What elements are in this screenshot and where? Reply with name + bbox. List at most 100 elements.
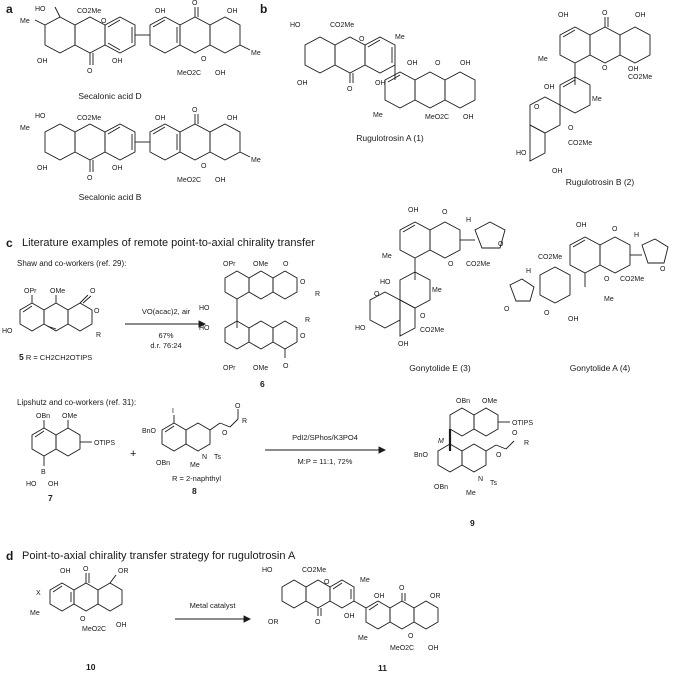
structure-compound-9: OBn OMe OTIPS M BnO O O R N Ts OBn Me [414,398,533,497]
atom-oh: OH [407,60,418,67]
atom-o: O [87,68,93,75]
structure-rugulotrosin-a: HO CO2Me O Me OH O OH OH O OH Me MeO2C O… [290,22,476,121]
atom-r: R [242,418,247,425]
atom-o: O [374,291,380,298]
atom-oh: OH [558,12,569,19]
atom-ts: Ts [490,480,498,487]
atom-me: Me [358,635,368,642]
atom-ho: HO [35,113,46,120]
atom-o: O [399,585,405,592]
atom-o: O [192,0,198,7]
atom-me: Me [373,112,383,119]
atom-oh: OH [155,115,166,122]
atom-oh: OH [568,316,579,323]
atom-ho: HO [26,481,37,488]
atom-opr: OPr [223,261,236,268]
atom-me: Me [538,56,548,63]
atom-oh: OH [344,613,355,620]
structure-secalonic-acid-d: HO CO2Me Me OH O OH O OH O OH O MeO2C OH… [20,0,261,77]
caption-rugulotrosin-a: Rugulotrosin A (1) [356,133,424,143]
structure-secalonic-acid-b: HO CO2Me Me OH O OH OH O OH O MeO2C OH M… [20,107,261,184]
atom-oh: OH [215,70,226,77]
atom-o: O [359,36,365,43]
atom-obn: OBn [434,484,448,491]
atom-i: I [172,408,174,415]
reagent-lipshutz: PdI2/SPhos/K3PO4 [292,433,358,442]
atom-co2me: CO2Me [330,22,354,29]
atom-o: O [283,261,289,268]
atom-obn: OBn [156,460,170,467]
number-10: 10 [86,662,96,672]
atom-oh: OH [398,341,409,348]
atom-oh: OH [227,115,238,122]
panel-d-title: Point-to-axial chirality transfer strate… [22,550,296,562]
atom-ho: HO [199,305,210,312]
atom-h: OH [628,66,639,73]
atom-me: Me [360,577,370,584]
caption-rugulotrosin-b: Rugulotrosin B (2) [565,177,635,187]
dr-shaw: d.r. 76:24 [150,341,182,350]
caption-gonytolide-e: Gonytolide E (3) [409,363,471,373]
atom-h: H [466,217,471,224]
atom-n: N [478,476,483,483]
atom-o: O [408,633,414,640]
structure-compound-5: OPr OMe O O HO R [2,288,101,339]
atom-bno: BnO [142,428,157,435]
atom-oh: OH [544,84,555,91]
atom-oh: OH [408,207,419,214]
reagent-shaw: VO(acac)2, air [141,307,191,316]
atom-meo2c: MeO2C [177,177,201,184]
atom-opr: OPr [223,365,236,372]
atom-opr: OPr [24,288,37,295]
atom-me: Me [251,50,261,57]
atom-oh: OH [37,58,48,65]
atom-ho: HO [355,325,366,332]
atom-me: Me [432,287,442,294]
atom-meo2c: MeO2C [425,114,449,121]
atom-bno: BnO [414,452,429,459]
atom-m: M [438,438,444,445]
atom-o: O [660,266,666,273]
number-5: 5 [19,352,24,362]
reaction-arrow-shaw [125,320,207,328]
atom-oh: OH [112,58,123,65]
atom-or: OR [268,619,279,626]
atom-o: O [544,310,550,317]
atom-oh: OH [576,222,587,229]
panel-letter-b: b [260,2,268,16]
atom-oh: OH [227,8,238,15]
atom-o: O [101,18,107,25]
atom-o: O [300,333,306,340]
atom-o: O [87,175,93,182]
atom-co2me: CO2Me [77,115,101,122]
atom-oh: OH [374,593,385,600]
atom-o: O [90,288,96,295]
atom-co2me: CO2Me [628,74,652,81]
atom-o: O [83,566,89,573]
atom-me: Me [190,462,200,469]
number-9: 9 [470,518,475,528]
atom-o: O [94,308,100,315]
atom-ho: HO [516,150,527,157]
atom-o: O [235,403,241,410]
atom-me: Me [382,253,392,260]
atom-oh: OH [552,168,563,175]
atom-o: O [568,125,574,132]
atom-ho: HO [35,6,46,13]
atom-ome: OMe [482,398,497,405]
structure-compound-10: OH O OR X Me O MeO2C OH [30,566,129,633]
r-group-5: R = CH2CH2OTIPS [25,353,93,362]
atom-b: B [41,469,46,476]
atom-obn: OBn [456,398,470,405]
ratio-lipshutz: M:P = 11:1, 72% [297,457,353,466]
atom-oh: OH [215,177,226,184]
atom-oh: OH [37,165,48,172]
atom-ho: HO [262,567,273,574]
atom-co2me: CO2Me [466,261,490,268]
atom-me: Me [592,96,602,103]
atom-oh: OH [375,80,386,87]
atom-h: H [526,268,531,275]
atom-r: R [305,317,310,324]
atom-o: O [442,209,448,216]
atom-o: O [192,107,198,114]
